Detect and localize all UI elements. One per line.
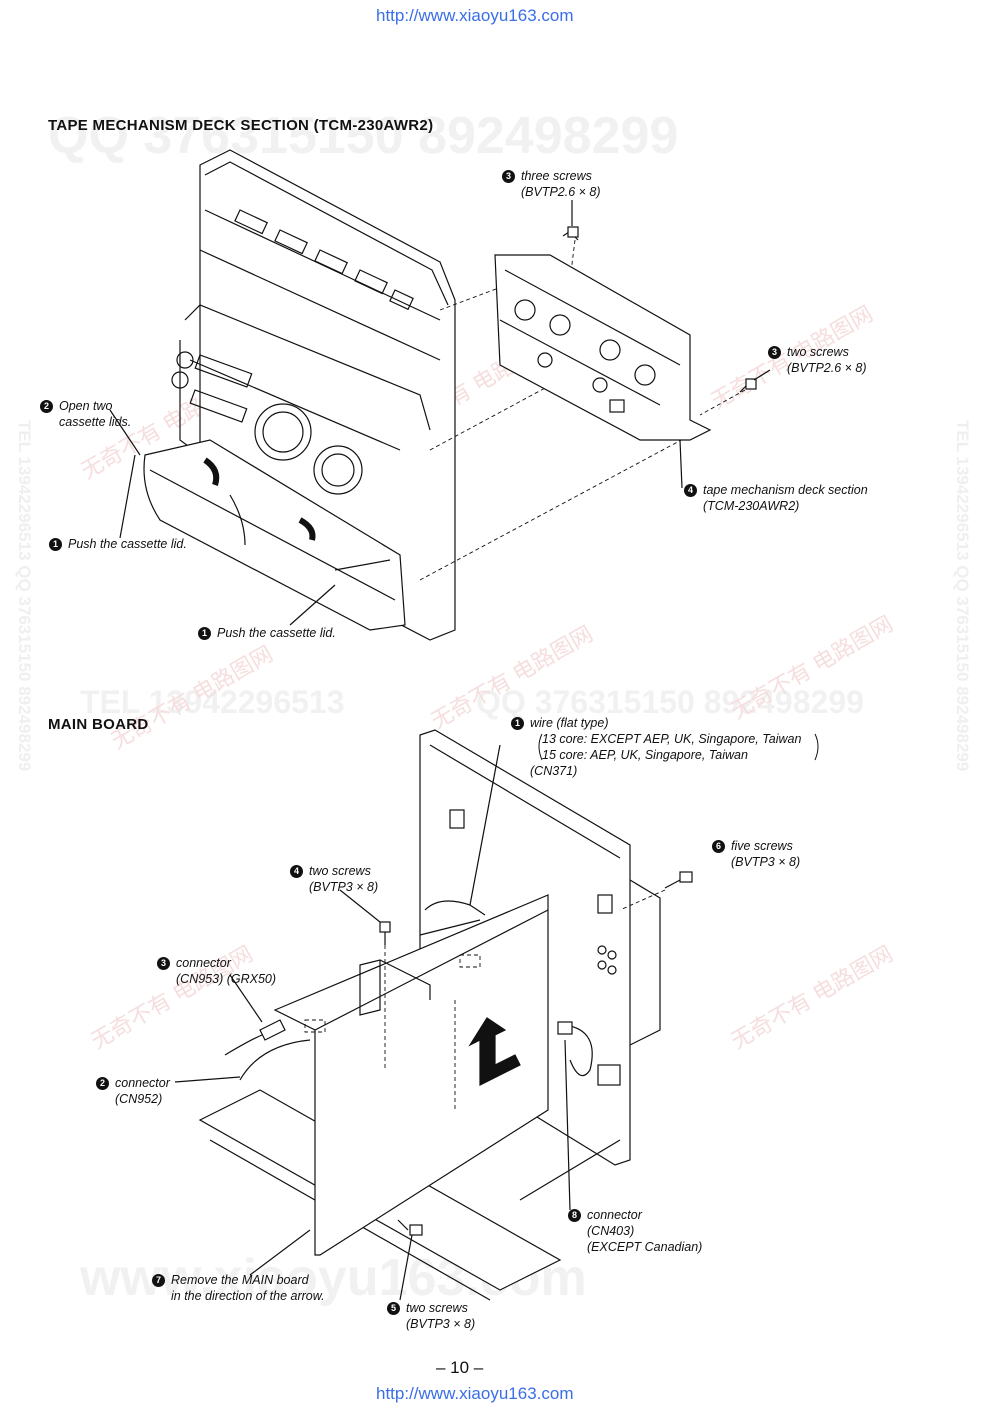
- callout-text: Push the cassette lid.: [217, 626, 336, 640]
- step-3-badge: 3: [768, 346, 781, 359]
- callout-text: Push the cassette lid.: [68, 537, 187, 551]
- step-7-badge: 7: [152, 1274, 165, 1287]
- callout-text: connector: [115, 1076, 170, 1090]
- callout-variant-13-core: 13 core: EXCEPT AEP, UK, Singapore, Taiw…: [542, 732, 802, 746]
- bracket-lines: [538, 733, 819, 761]
- callout-spec: (BVTP3 × 8): [309, 880, 379, 894]
- callout-text: in the direction of the arrow.: [171, 1289, 325, 1303]
- step-1-badge: 1: [198, 627, 211, 640]
- callout-connector-cn952: 2 connector (CN952): [96, 1075, 170, 1107]
- callout-connector-cn953: 3 connector (CN953) (GRX50): [157, 955, 276, 987]
- callout-three-screws: 3 three screws (BVTP2.6 × 8): [502, 168, 601, 200]
- header-url-link[interactable]: http://www.xiaoyu163.com: [376, 6, 574, 25]
- callout-text: connector: [587, 1208, 642, 1222]
- callout-spec: (CN403): [587, 1224, 635, 1238]
- callout-text: wire (flat type): [530, 716, 609, 730]
- step-1-badge: 1: [511, 717, 524, 730]
- callout-text: two screws: [406, 1301, 468, 1315]
- step-1-badge: 1: [49, 538, 62, 551]
- callout-two-screws-tape: 3 two screws (BVTP2.6 × 8): [768, 344, 867, 376]
- callout-text: three screws: [521, 169, 592, 183]
- step-8-badge: 8: [568, 1209, 581, 1222]
- callout-variant-15-core: 15 core: AEP, UK, Singapore, Taiwan: [542, 748, 748, 762]
- callout-spec: (CN953) (GRX50): [176, 972, 277, 986]
- tape-deck-diagram: [109, 149, 771, 641]
- callout-spec: (TCM-230AWR2): [703, 499, 800, 513]
- page-number: – 10 –: [436, 1358, 484, 1377]
- callout-push-lid-1: 1 Push the cassette lid.: [49, 536, 187, 552]
- step-3-badge: 3: [157, 957, 170, 970]
- callout-two-screws-top: 4 two screws (BVTP3 × 8): [290, 863, 378, 895]
- watermark-side-left: TEL 13942296513 QQ 376315150 892498299: [15, 420, 34, 772]
- callout-spec: (BVTP3 × 8): [731, 855, 801, 869]
- callout-push-lid-2: 1 Push the cassette lid.: [198, 625, 336, 641]
- callout-remove-main-board: 7 Remove the MAIN board in the direction …: [152, 1272, 325, 1304]
- callout-spec: (BVTP2.6 × 8): [521, 185, 601, 199]
- callout-five-screws: 6 five screws (BVTP3 × 8): [712, 838, 800, 870]
- step-5-badge: 5: [387, 1302, 400, 1315]
- callout-variant: (EXCEPT Canadian): [587, 1240, 703, 1254]
- callout-two-screws-bottom: 5 two screws (BVTP3 × 8): [387, 1300, 475, 1332]
- callout-flat-wire: 1 wire (flat type) 13 core: EXCEPT AEP, U…: [511, 715, 801, 779]
- watermark-qq-top: QQ 376315150 892498299: [48, 107, 679, 165]
- main-board-section-title: MAIN BOARD: [48, 716, 149, 733]
- callout-text: Remove the MAIN board: [171, 1273, 309, 1287]
- step-6-badge: 6: [712, 840, 725, 853]
- step-2-badge: 2: [96, 1077, 109, 1090]
- tape-section-title: TAPE MECHANISM DECK SECTION (TCM-230AWR2…: [48, 117, 434, 134]
- callout-open-lids: 2 Open two cassette lids.: [40, 398, 131, 430]
- callout-spec: (CN371): [530, 764, 578, 778]
- watermark-side-right: TEL 13942296513 QQ 376315150 892498299: [953, 420, 972, 772]
- callout-spec: (BVTP3 × 8): [406, 1317, 476, 1331]
- callout-text: tape mechanism deck section: [703, 483, 868, 497]
- footer-url-link[interactable]: http://www.xiaoyu163.com: [376, 1384, 574, 1403]
- step-4-badge: 4: [684, 484, 697, 497]
- callout-spec: (CN952): [115, 1092, 163, 1106]
- step-4-badge: 4: [290, 865, 303, 878]
- step-3-badge: 3: [502, 170, 515, 183]
- callout-text: two screws: [787, 345, 849, 359]
- callout-text: two screws: [309, 864, 371, 878]
- watermark-qq-mid: QQ 376315150 892498299: [476, 684, 864, 720]
- callout-spec: (BVTP2.6 × 8): [787, 361, 867, 375]
- watermark-tel-mid: TEL 13942296513: [80, 684, 345, 720]
- main-board-diagram: [174, 729, 693, 1301]
- callout-tape-deck: 4 tape mechanism deck section (TCM-230AWR…: [684, 482, 868, 514]
- callout-text: cassette lids.: [59, 415, 132, 429]
- step-2-badge: 2: [40, 400, 53, 413]
- callout-text: connector: [176, 956, 231, 970]
- callout-text: five screws: [731, 839, 793, 853]
- callout-text: Open two: [59, 399, 113, 413]
- callout-connector-cn403: 8 connector (CN403) (EXCEPT Canadian): [568, 1207, 702, 1255]
